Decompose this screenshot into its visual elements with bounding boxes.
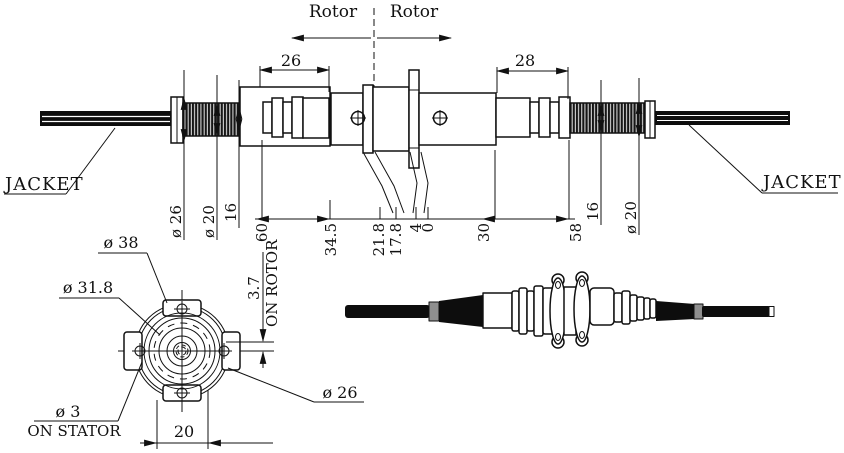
ord-30-label: 30 — [475, 223, 493, 242]
iso-lobed-flange-right — [573, 271, 591, 347]
right-spring-knurl — [569, 102, 646, 134]
rotor-bore-ring — [166, 335, 198, 367]
ear-hole-top — [174, 301, 190, 317]
ord-60-label: 60 — [253, 223, 271, 242]
dim-3-7-rotor: 3.7 ON ROTOR — [226, 239, 281, 368]
callout-dia31-8: ø 31.8 — [59, 278, 161, 336]
rotor-left-label: Rotor — [309, 2, 358, 22]
dim-28: 28 — [495, 51, 570, 99]
ord-34-5-label: 34.5 — [322, 223, 340, 256]
dim-20-label: 20 — [174, 422, 194, 441]
dia26-left-label: ø 26 — [167, 205, 185, 238]
cable-left — [40, 111, 171, 126]
dim-20: 20 — [140, 390, 273, 449]
ear-hole-bottom — [174, 385, 190, 401]
set-screw-right — [432, 110, 448, 126]
on-rotor-label: ON ROTOR — [263, 239, 281, 327]
center-bore — [177, 346, 187, 356]
iso-cable-tip — [768, 306, 775, 317]
len16-right-label: 16 — [584, 202, 602, 221]
ear-hole-right — [216, 343, 232, 359]
dia3-label: ø 3 — [56, 402, 81, 421]
jacket-right-label: JACKET — [761, 172, 842, 193]
jacket-right-leader — [688, 124, 763, 194]
dia20-left-label: ø 20 — [200, 205, 218, 238]
jacket-left-leader — [65, 127, 116, 195]
callout-dia3-stator: ø 3 ON STATOR — [27, 361, 143, 440]
mid-body — [372, 86, 410, 152]
ord-58-label: 58 — [567, 223, 585, 242]
ord-17-8-label: 17.8 — [387, 223, 405, 256]
rotor-header: Rotor Rotor — [290, 2, 453, 90]
dia31-8-label: ø 31.8 — [63, 278, 113, 297]
iso-gray-ring-right — [693, 303, 704, 320]
len16-left-label: 16 — [222, 203, 240, 222]
iso-boot-right — [656, 301, 695, 321]
dia26-front-label: ø 26 — [322, 383, 357, 402]
central-body — [330, 69, 497, 214]
ear-hole-left — [132, 343, 148, 359]
jacket-left-label: JACKET — [3, 174, 84, 195]
callout-dia26: ø 26 — [227, 367, 364, 403]
rotor-right-label: Rotor — [390, 2, 439, 22]
right-diameter-dims: 16 ø 20 — [584, 78, 643, 235]
mounting-ears — [123, 299, 241, 402]
dia20-right-label: ø 20 — [622, 201, 640, 234]
bolt-circle — [143, 312, 221, 390]
ord-21-8-label: 21.8 — [370, 223, 388, 256]
dia38-label: ø 38 — [103, 233, 138, 252]
right-cable-group: JACKET — [655, 111, 842, 194]
dim-28-label: 28 — [515, 51, 535, 70]
on-stator-label: ON STATOR — [27, 422, 121, 440]
iso-cable-right — [702, 306, 770, 317]
right-step — [495, 97, 531, 138]
ord-0-label: 0 — [419, 223, 437, 233]
body-leaders — [362, 151, 429, 214]
cable-right — [655, 111, 790, 125]
ord-4-label: 4 — [407, 223, 425, 233]
callout-dia38: ø 38 — [98, 233, 168, 304]
iso-main-cylinder — [589, 287, 615, 326]
iso-cable-left — [345, 305, 430, 318]
iso-boot-left — [439, 295, 483, 327]
right-body-block — [418, 92, 497, 146]
set-screw-left — [350, 110, 366, 126]
top-view: Rotor Rotor JACKET — [3, 2, 842, 256]
ball-ring — [153, 322, 211, 380]
iso-view — [345, 271, 775, 349]
iso-gray-ring-left — [428, 301, 440, 322]
left-connector-section — [239, 86, 331, 147]
dim-26-label: 26 — [281, 51, 301, 70]
right-connector-section — [495, 96, 656, 139]
front-view: ø 38 ø 31.8 ø 3 ON STATOR 20 — [27, 233, 364, 449]
left-cable-group: JACKET — [3, 111, 171, 195]
left-ring-box — [302, 97, 330, 139]
left-diameter-dims: ø 26 ø 20 16 — [167, 70, 243, 240]
dim-3-7-label: 3.7 — [245, 276, 263, 300]
iso-lobed-flange-left — [549, 273, 567, 349]
dim-26: 26 — [258, 51, 331, 92]
ordinate-dims: 60 34.5 21.8 17.8 4 0 30 58 — [253, 140, 585, 256]
